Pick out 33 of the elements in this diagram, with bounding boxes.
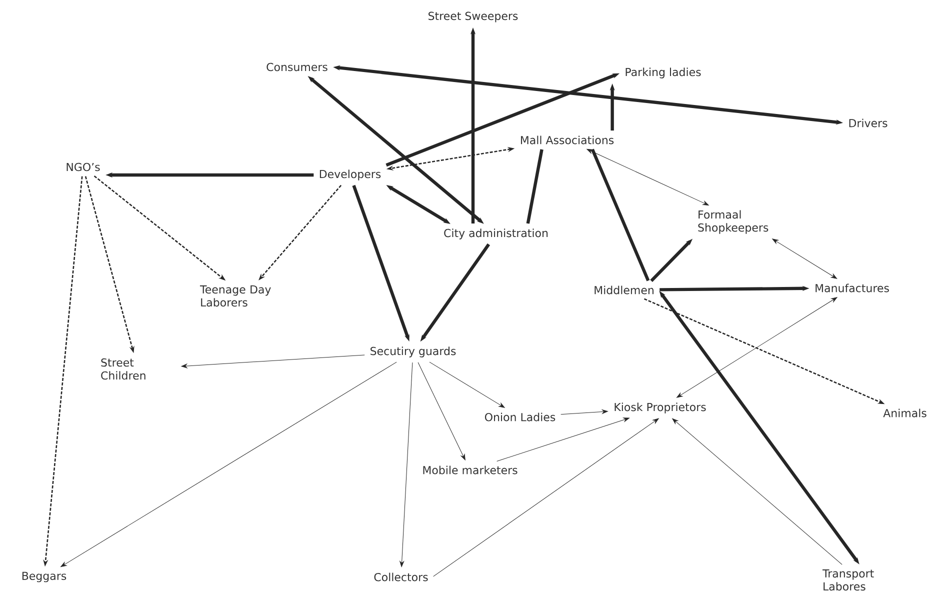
actor-label: Street Children — [101, 358, 146, 380]
actor-label: Transport Labores — [822, 569, 874, 591]
arrow — [429, 362, 505, 408]
arrow — [400, 362, 413, 568]
actor-label: Parking ladies — [626, 68, 701, 78]
actor-label: Consumers — [266, 62, 328, 72]
arrow — [181, 354, 365, 368]
actor-label: Formaal Shopkeepers — [698, 210, 768, 234]
arrow — [772, 238, 838, 279]
actor-label: Collectors — [374, 572, 428, 582]
arrow — [672, 418, 842, 565]
actor-label: Manufactures — [816, 284, 889, 292]
arrow — [60, 362, 397, 567]
actor-label: Beggars — [22, 572, 66, 582]
actor-label: Animals — [883, 408, 926, 418]
actor-label: Teenage Day Laborers — [200, 285, 271, 307]
actor-label: Mall Associations — [521, 136, 614, 144]
arrow — [676, 297, 838, 398]
actor-label: Kiosk Proprietors — [614, 402, 706, 414]
arrow — [586, 148, 709, 206]
actor-label: Secutiry guards — [370, 346, 456, 358]
arrow — [418, 362, 466, 460]
actor-label: Drivers — [849, 118, 888, 128]
actor-label: Onion Ladies — [484, 412, 556, 422]
arrow — [560, 410, 608, 415]
actor-label: Street Sweepers — [428, 12, 518, 22]
actor-label: Mobile marketers — [423, 466, 518, 474]
actor-label: Developers — [320, 170, 381, 180]
actor-label: Middlemen — [594, 286, 654, 294]
arrow — [433, 418, 659, 577]
arrow — [496, 418, 630, 462]
actor-label: City administration — [444, 228, 548, 240]
actor-label: NGO’s — [66, 162, 100, 172]
